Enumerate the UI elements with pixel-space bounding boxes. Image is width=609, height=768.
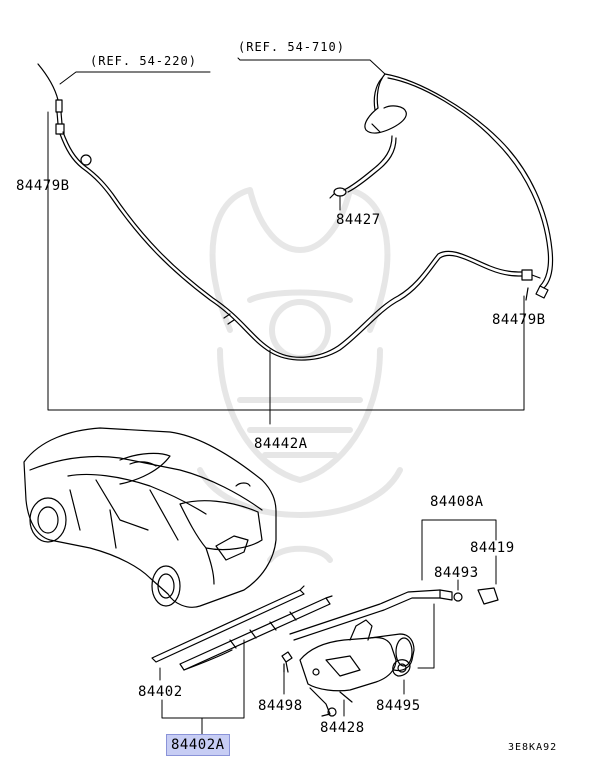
washer-hose-left [37, 63, 541, 361]
vehicle-outline [23, 427, 277, 608]
washer-hose-right [329, 73, 554, 301]
part-label-84428[interactable]: 84428 [320, 720, 365, 736]
part-label-84493[interactable]: 84493 [434, 565, 479, 581]
part-label-84402a-highlighted[interactable]: 84402A [166, 734, 230, 756]
reference-label-left: (REF. 54-220) [90, 54, 197, 68]
leader-lines-bottom [159, 519, 497, 735]
part-label-84419[interactable]: 84419 [470, 540, 515, 556]
watermark-logo [197, 187, 403, 563]
part-label-84498[interactable]: 84498 [258, 698, 303, 714]
part-label-84442a[interactable]: 84442A [254, 436, 308, 452]
part-label-84402[interactable]: 84402 [138, 684, 183, 700]
part-label-84408a[interactable]: 84408A [430, 494, 484, 510]
reference-label-right: (REF. 54-710) [238, 40, 345, 54]
diagram-code: 3E8KA92 [508, 742, 558, 753]
wiper-arm [289, 587, 499, 641]
part-label-84427[interactable]: 84427 [336, 212, 381, 228]
small-parts [281, 651, 411, 677]
part-label-84479b-left[interactable]: 84479B [16, 178, 70, 194]
leader-lines-top [47, 57, 525, 425]
wiper-blade [151, 585, 333, 671]
part-label-84479b-right[interactable]: 84479B [492, 312, 546, 328]
wiper-motor [299, 619, 415, 717]
part-label-84495[interactable]: 84495 [376, 698, 421, 714]
